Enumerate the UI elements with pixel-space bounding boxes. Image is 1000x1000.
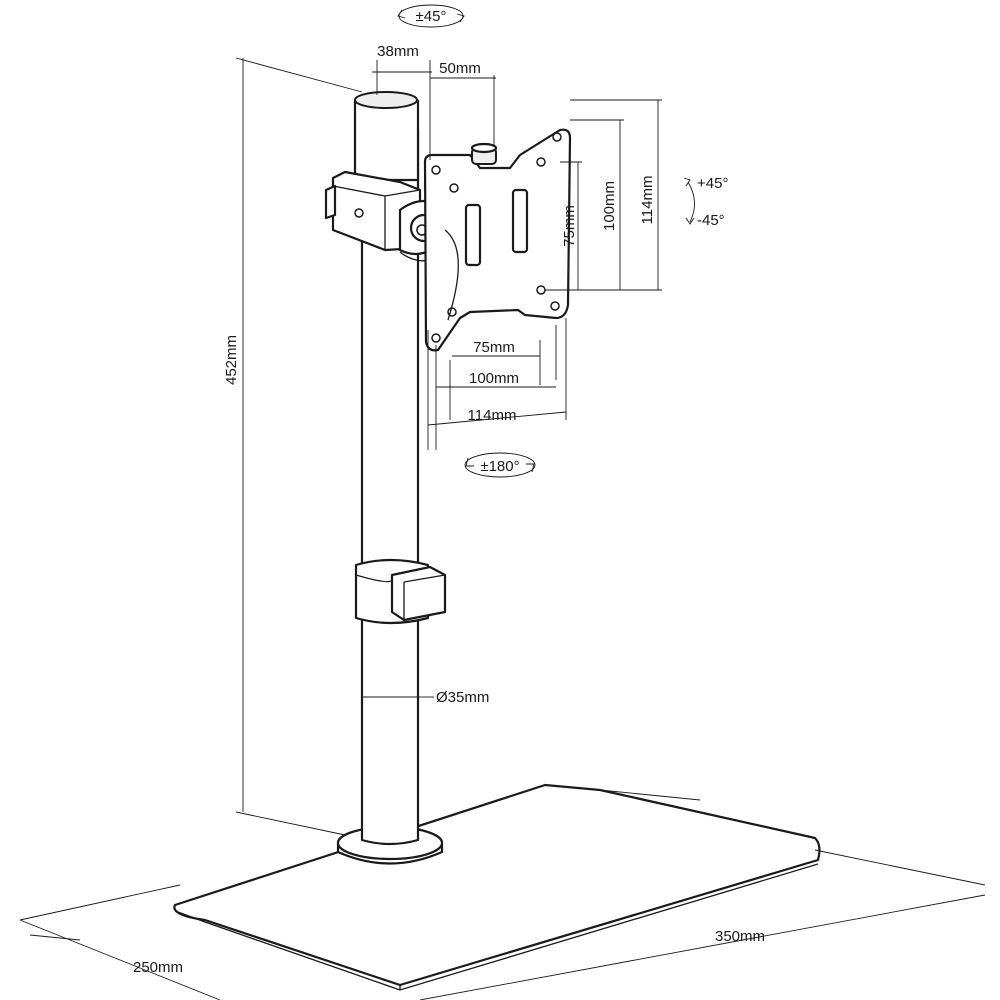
offset-50-label: 50mm (439, 60, 481, 77)
vesa-v-114-label: 114mm (639, 176, 656, 225)
swivel-label: ±45° (416, 8, 447, 25)
vesa-h-114-label: 114mm (468, 407, 517, 424)
tilt-rotation-symbol (683, 177, 695, 225)
pole (336, 91, 444, 865)
dimension-lines (19, 57, 986, 1000)
vesa-v-75-label: 75mm (561, 205, 578, 247)
rotate-symbol (464, 452, 536, 478)
base-width-label: 350mm (715, 928, 765, 945)
tilt-up-label: +45° (697, 175, 728, 192)
tilt-down-label: -45° (697, 212, 725, 229)
base-plate (173, 783, 821, 991)
swivel-rotation-symbol (397, 4, 465, 28)
rotate-label: ±180° (480, 458, 519, 475)
vesa-h-100-label: 100mm (469, 370, 519, 387)
vesa-h-75-label: 75mm (473, 339, 515, 356)
base-depth-label: 250mm (133, 959, 183, 976)
pole-diameter-label: Ø35mm (436, 689, 489, 706)
cable-clip (354, 558, 447, 625)
height-452-label: 452mm (223, 335, 240, 385)
offset-38-label: 38mm (377, 43, 419, 60)
vesa-v-100-label: 100mm (601, 181, 618, 231)
vesa-plate (423, 128, 572, 352)
